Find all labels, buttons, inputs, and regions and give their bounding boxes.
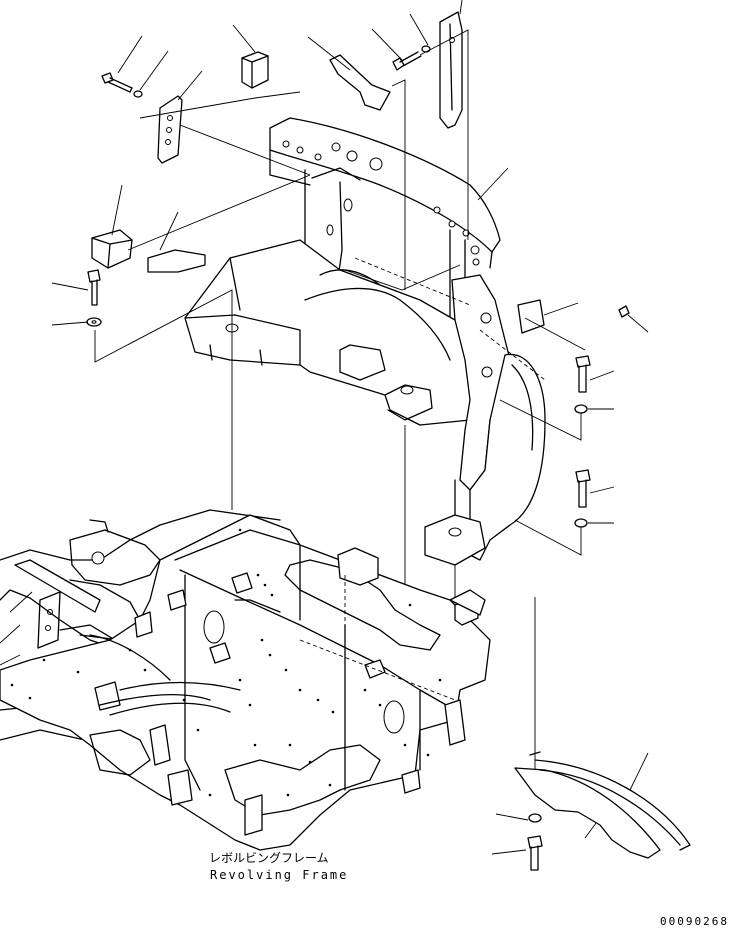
cover-and-bolt bbox=[514, 751, 691, 871]
caption-english: Revolving Frame bbox=[210, 868, 349, 882]
caption-japanese: レボルビングフレーム bbox=[209, 851, 329, 865]
drawing-number: 00090268 bbox=[660, 915, 729, 928]
leader-lines bbox=[0, 0, 649, 855]
revolving-frame bbox=[0, 509, 491, 851]
boom-bracket bbox=[184, 117, 546, 566]
loose-parts-top bbox=[86, 11, 630, 528]
